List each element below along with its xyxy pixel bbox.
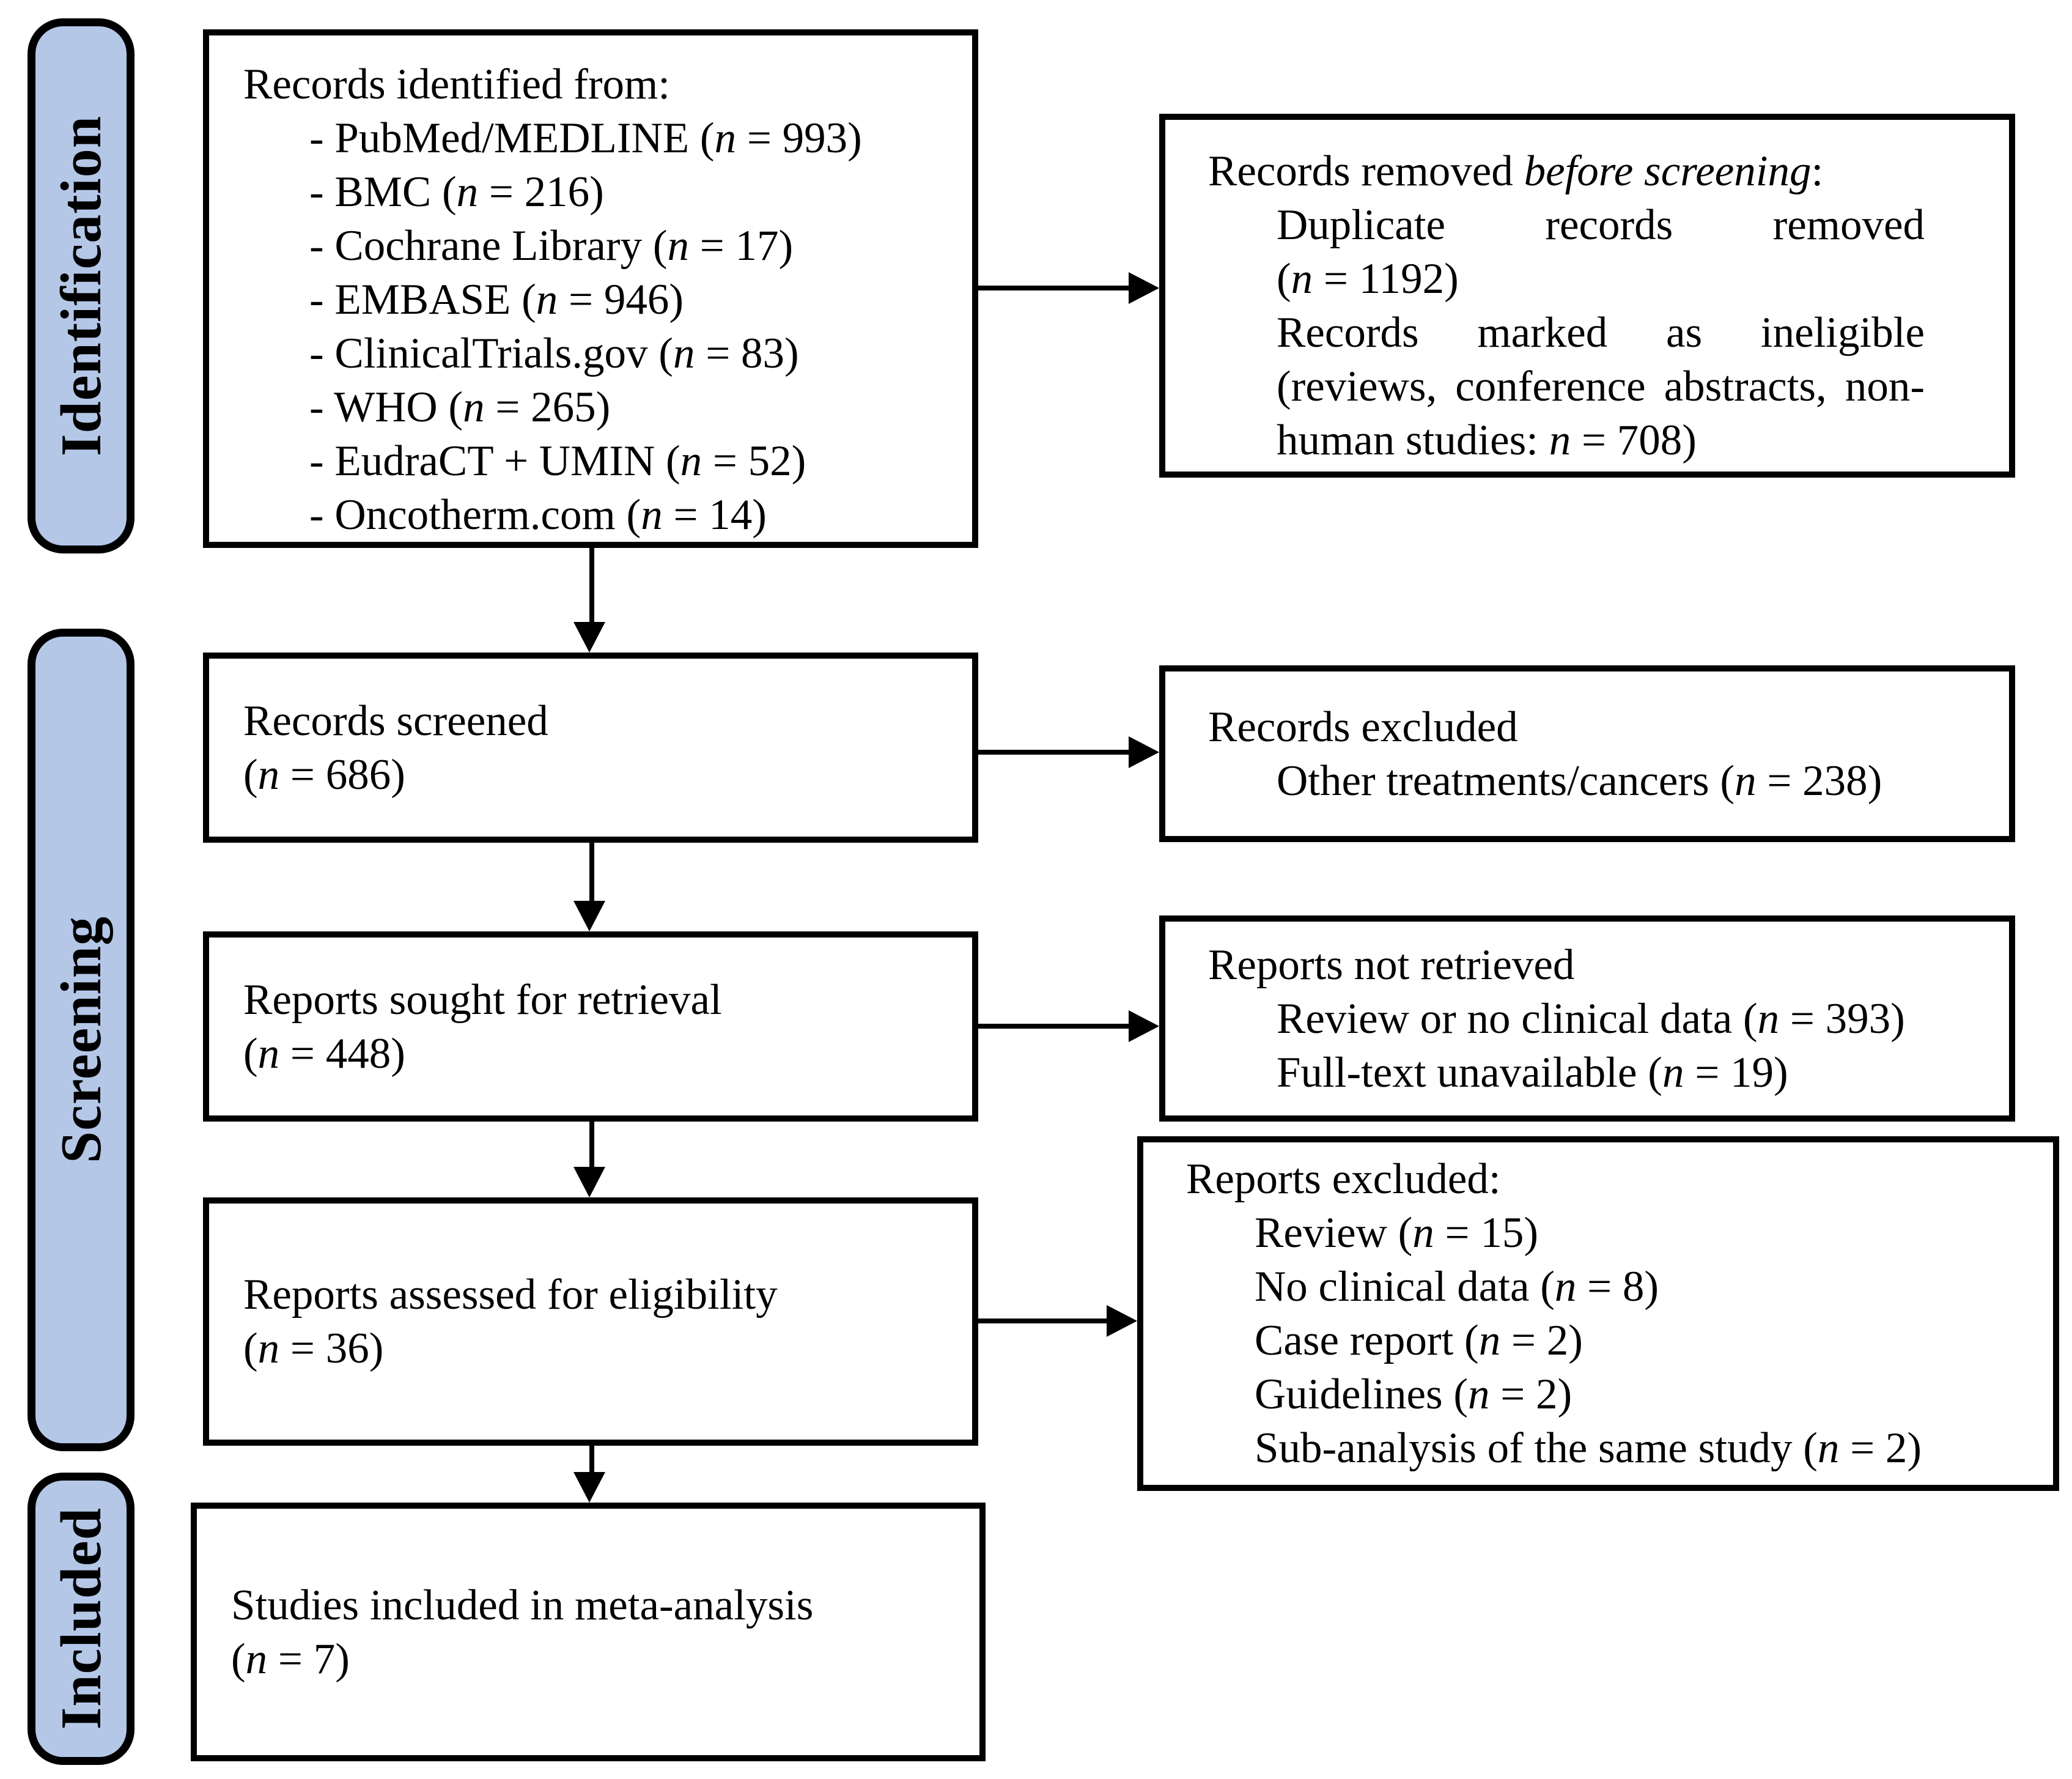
reports-excluded-reason-item: No clinical data (n = 8): [1255, 1263, 1659, 1311]
box-studies-included-line1: Studies included in meta-analysis: [231, 1581, 814, 1629]
box-studies-included: Studies included in meta-analysis (n = 7…: [191, 1503, 986, 1761]
arrow-screened-to-sought-head: [573, 901, 605, 931]
arrow-screened-to-excluded-line: [978, 750, 1131, 755]
box-reports-excluded-title: Reports excluded:: [1186, 1155, 1501, 1203]
arrow-screened-to-sought-line: [589, 843, 594, 903]
box-reports-assessed-line2: (n = 36): [243, 1325, 384, 1372]
box-reports-assessed-line1: Reports assessed for eligibility: [243, 1271, 778, 1319]
reports-excluded-reason-item: Sub-analysis of the same study (n = 2): [1255, 1424, 1922, 1472]
box-records-excluded: Records excluded Other treatments/cancer…: [1159, 665, 2015, 842]
stage-label-screening: Screening: [28, 629, 135, 1451]
arrow-assessed-to-included-head: [573, 1472, 605, 1503]
stage-label-included: Included: [28, 1473, 135, 1765]
not-retrieved-reason-item: Full-text unavailable (n = 19): [1277, 1048, 1788, 1097]
arrow-assessed-to-included-line: [589, 1446, 594, 1474]
box-records-screened: Records screened (n = 686): [203, 653, 978, 843]
source-item: - BMC (n = 216): [309, 168, 604, 216]
removed-reason-item: Duplicate records removed (n = 1192): [1277, 201, 1925, 303]
stage-label-included-text: Included: [49, 1507, 113, 1730]
arrow-identified-to-removed-head: [1129, 272, 1159, 304]
box-reports-not-retrieved-title: Reports not retrieved: [1208, 941, 1575, 989]
reports-excluded-reason-item: Review (n = 15): [1255, 1209, 1538, 1257]
box-records-removed-before-screening: Records removed before screening: Duplic…: [1159, 114, 2015, 478]
not-retrieved-reason-item: Review or no clinical data (n = 393): [1277, 994, 1905, 1043]
box-records-identified-title: Records identified from:: [243, 61, 670, 108]
removed-reason-item: Records marked as ineligible (reviews, c…: [1277, 309, 1925, 464]
source-item: - EMBASE (n = 946): [309, 276, 684, 324]
reports-excluded-reason-item: Case report (n = 2): [1255, 1317, 1583, 1364]
arrow-identified-to-screened-line: [589, 548, 594, 624]
source-item: - Oncotherm.com (n = 14): [309, 491, 767, 539]
box-reports-sought-line2: (n = 448): [243, 1029, 405, 1078]
stage-label-identification-text: Identification: [49, 115, 113, 457]
box-records-identified: Records identified from: - PubMed/MEDLIN…: [203, 29, 978, 548]
box-studies-included-line2: (n = 7): [231, 1635, 350, 1683]
source-item: - WHO (n = 265): [309, 383, 611, 431]
box-reports-sought-line1: Reports sought for retrieval: [243, 975, 722, 1024]
source-item: - PubMed/MEDLINE (n = 993): [309, 114, 862, 162]
arrow-sought-to-not-retrieved-head: [1129, 1010, 1159, 1042]
box-records-screened-line1: Records screened: [243, 697, 548, 745]
reports-excluded-reason-item: Guidelines (n = 2): [1255, 1370, 1572, 1418]
arrow-assessed-to-reports-excluded-head: [1107, 1305, 1137, 1337]
arrow-identified-to-removed-line: [978, 286, 1131, 290]
arrow-screened-to-excluded-head: [1129, 736, 1159, 768]
source-item: - EudraCT + UMIN (n = 52): [309, 437, 806, 485]
box-records-screened-line2: (n = 686): [243, 750, 405, 799]
arrow-sought-to-not-retrieved-line: [978, 1024, 1131, 1029]
box-reports-not-retrieved: Reports not retrieved Review or no clini…: [1159, 915, 2015, 1122]
stage-label-identification: Identification: [28, 18, 135, 553]
box-reports-excluded: Reports excluded: Review (n = 15) No cli…: [1137, 1136, 2059, 1491]
box-reports-assessed: Reports assessed for eligibility (n = 36…: [203, 1197, 978, 1446]
arrow-identified-to-screened-head: [573, 622, 605, 653]
box-records-removed-title: Records removed before screening:: [1208, 147, 1824, 195]
arrow-assessed-to-reports-excluded-line: [978, 1319, 1109, 1323]
source-item: - Cochrane Library (n = 17): [309, 222, 794, 270]
box-reports-sought: Reports sought for retrieval (n = 448): [203, 931, 978, 1122]
source-item: - ClinicalTrials.gov (n = 83): [309, 330, 799, 377]
arrow-sought-to-assessed-head: [573, 1167, 605, 1197]
box-records-excluded-title: Records excluded: [1208, 703, 1518, 751]
records-excluded-reason-item: Other treatments/cancers (n = 238): [1277, 756, 1882, 805]
arrow-sought-to-assessed-line: [589, 1122, 594, 1169]
stage-label-screening-text: Screening: [49, 916, 113, 1164]
